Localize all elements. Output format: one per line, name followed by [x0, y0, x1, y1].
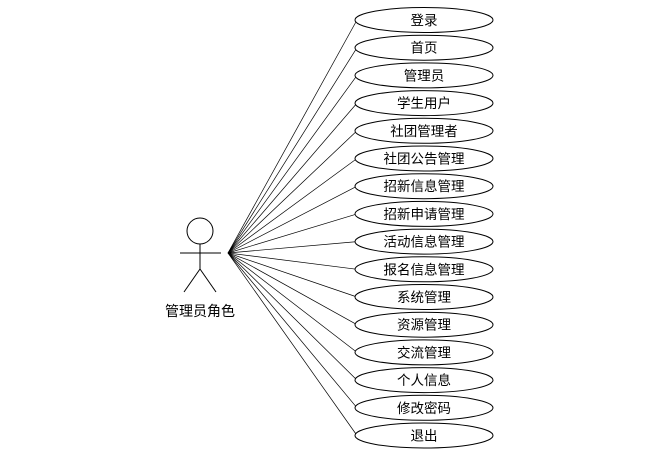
actor-left-leg	[183, 268, 201, 293]
use-case-label: 管理员	[404, 68, 445, 84]
use-case-ellipse	[354, 34, 494, 61]
use-case-label: 社团公告管理	[384, 152, 465, 168]
use-case-ellipse	[354, 62, 494, 89]
use-case-ellipse	[354, 117, 494, 144]
use-case-ellipse	[354, 145, 494, 172]
association-line	[227, 252, 358, 381]
association-line	[227, 252, 358, 326]
association-line	[227, 158, 358, 254]
use-case: 交流管理	[354, 339, 494, 366]
use-case-label: 个人信息	[397, 372, 451, 389]
association-line	[227, 252, 358, 353]
use-case: 个人信息	[354, 367, 494, 394]
use-case-label: 学生用户	[397, 95, 451, 112]
association-line	[227, 252, 358, 298]
use-case-ellipse	[354, 339, 494, 366]
association-line	[227, 185, 358, 254]
use-case-label: 修改密码	[397, 400, 451, 417]
use-case: 登录	[354, 7, 494, 33]
use-case-label: 招新信息管理	[384, 178, 465, 195]
use-case-ellipse	[354, 367, 494, 394]
use-case-ellipse	[354, 228, 494, 255]
use-case: 招新申请管理	[354, 200, 494, 227]
actor-head	[186, 217, 214, 245]
use-case-label: 报名信息管理	[384, 261, 465, 278]
use-case-ellipse	[354, 173, 494, 200]
use-case: 社团管理者	[354, 117, 494, 144]
association-line	[227, 213, 358, 254]
use-case: 管理员	[354, 62, 494, 89]
use-case-list: 登录首页管理员学生用户社团管理者社团公告管理招新信息管理招新申请管理活动信息管理…	[354, 7, 494, 449]
association-line	[227, 47, 358, 254]
use-case-label: 首页	[411, 41, 438, 57]
use-case: 资源管理	[354, 311, 494, 338]
association-line	[227, 241, 358, 254]
use-case-ellipse	[354, 200, 494, 227]
use-case-label: 活动信息管理	[384, 234, 465, 251]
use-case-ellipse	[354, 7, 494, 33]
use-case: 学生用户	[354, 90, 494, 117]
use-case-label: 系统管理	[397, 290, 451, 306]
actor-stick-figure: 管理员角色	[165, 217, 235, 320]
use-case: 系统管理	[354, 284, 494, 310]
association-line	[227, 252, 358, 409]
use-case: 修改密码	[354, 394, 494, 421]
use-case: 报名信息管理	[354, 256, 494, 283]
use-case-ellipse	[354, 284, 494, 310]
association-line	[227, 75, 358, 254]
use-case-ellipse	[354, 422, 494, 449]
association-line	[227, 102, 358, 254]
use-case: 社团公告管理	[354, 145, 494, 172]
actor-label: 管理员角色	[165, 303, 235, 320]
association-line	[227, 252, 358, 270]
use-case-label: 退出	[411, 429, 438, 445]
use-case: 招新信息管理	[354, 173, 494, 200]
use-case: 首页	[354, 34, 494, 61]
use-case: 退出	[354, 422, 494, 449]
association-line	[227, 19, 358, 254]
use-case-label: 资源管理	[397, 318, 451, 334]
association-line	[227, 252, 358, 436]
use-case: 活动信息管理	[354, 228, 494, 255]
use-case-ellipse	[354, 311, 494, 338]
use-case-ellipse	[354, 90, 494, 117]
use-case-ellipse	[354, 394, 494, 421]
association-lines	[227, 19, 358, 436]
use-case-label: 社团管理者	[390, 124, 458, 140]
use-case-label: 招新申请管理	[384, 207, 465, 223]
use-case-ellipse	[354, 256, 494, 283]
use-case-label: 交流管理	[397, 344, 451, 361]
use-case-label: 登录	[411, 13, 438, 29]
association-line	[227, 130, 358, 254]
actor-right-leg	[199, 268, 217, 293]
